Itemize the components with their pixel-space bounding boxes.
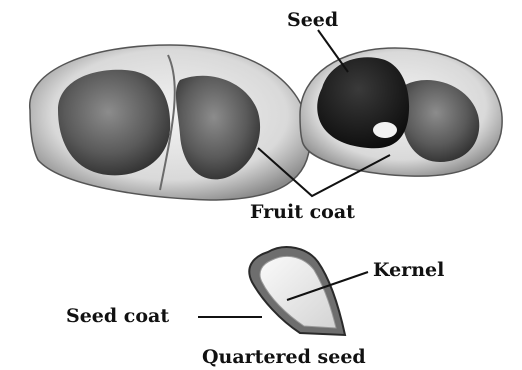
left-fruit-half	[30, 45, 310, 200]
left-fruit-cavity-1	[58, 70, 170, 176]
kernel-label: Kernel	[373, 259, 444, 281]
seed-label: Seed	[287, 9, 338, 31]
quartered-seed-label: Quartered seed	[202, 346, 366, 368]
seed-hilum	[373, 122, 397, 138]
quartered-seed-figure	[249, 247, 345, 335]
seed-coat-label: Seed coat	[66, 305, 169, 327]
right-fruit-half	[300, 48, 502, 176]
kernel-shape	[260, 256, 336, 328]
fruit-coat-label: Fruit coat	[250, 201, 355, 223]
